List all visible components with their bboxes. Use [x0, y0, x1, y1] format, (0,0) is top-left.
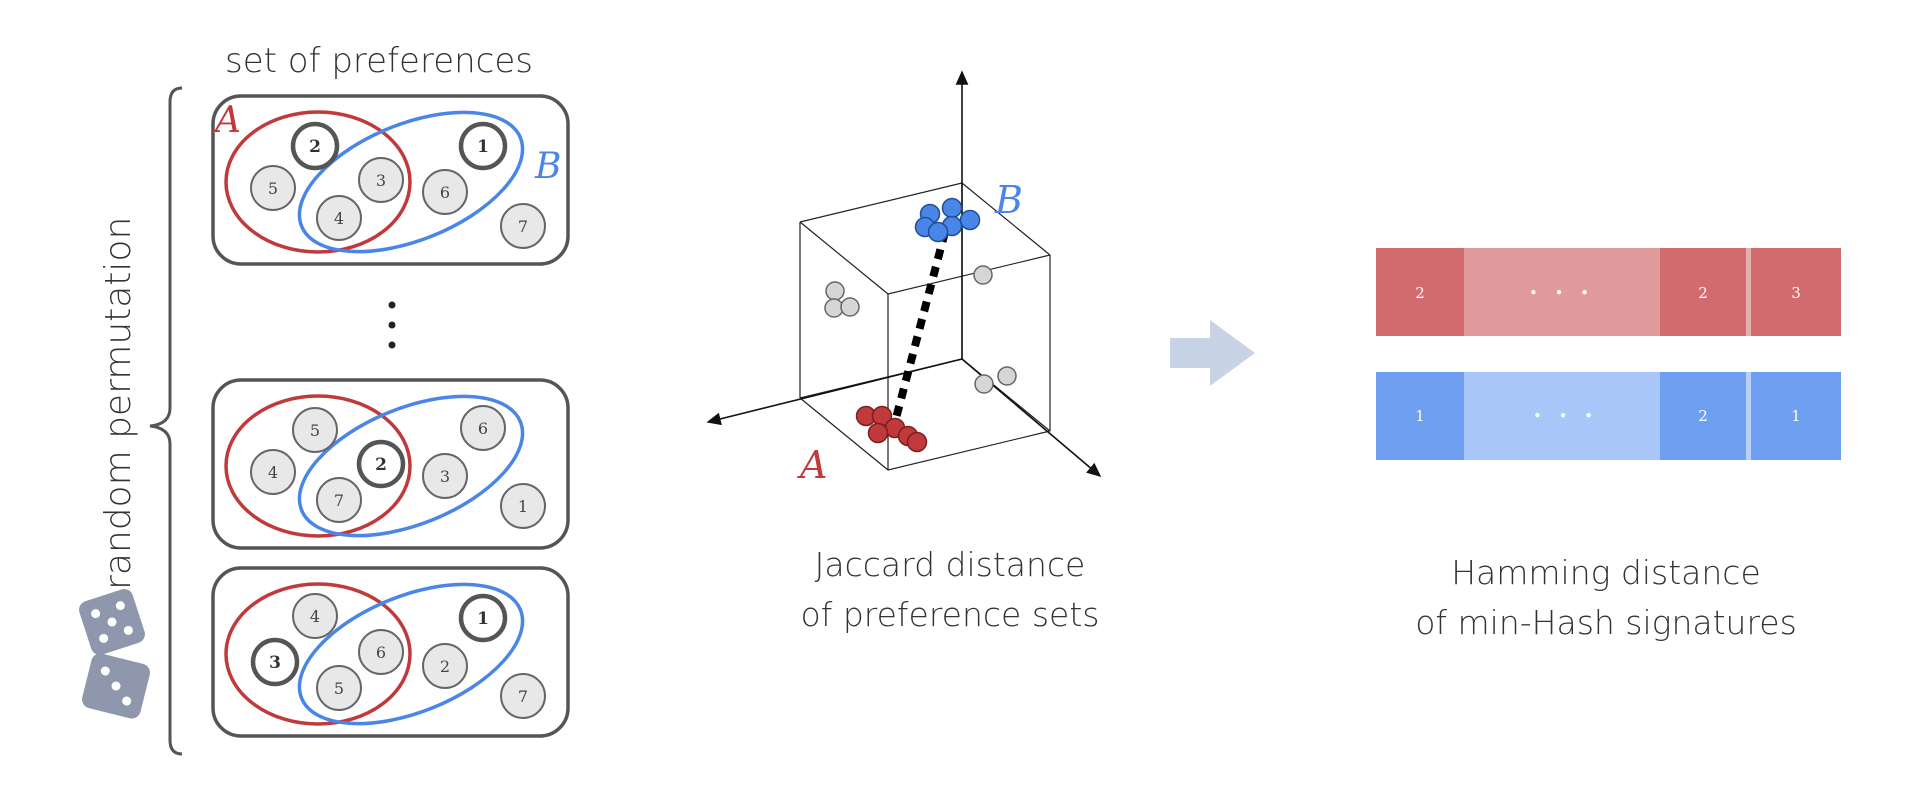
brace	[149, 86, 183, 756]
preference-item-number: 1	[477, 137, 489, 157]
preference-item-number: 6	[478, 419, 488, 438]
panel-frame	[211, 566, 570, 738]
preference-panel: 5 6 4 2 3 7 1	[211, 378, 570, 550]
preference-panel: 2 1 5 3 6 4 7 A B	[211, 94, 570, 266]
preference-item: 4	[316, 195, 362, 241]
sig-a-cell-1: 2	[1415, 284, 1425, 302]
sig-a-cell-3: 2	[1698, 284, 1708, 302]
preference-panels: 2 1 5 3 6 4 7 A B 5 6 4 2 3 7 1 4 1 3 6 2 5 7	[211, 94, 570, 738]
preference-item: 3	[422, 453, 468, 499]
set-a-label: A	[212, 100, 241, 141]
cube-label-b: B	[994, 178, 1023, 222]
preference-item-number: 7	[518, 217, 528, 236]
set-a-ellipse	[224, 394, 412, 538]
set-b-ellipse	[297, 394, 525, 538]
preference-item-number: 1	[518, 497, 528, 516]
preference-item-number: 4	[268, 463, 278, 482]
preference-item-number: 4	[334, 209, 344, 228]
set-b-ellipse	[297, 582, 525, 726]
sig-b-cell-4: 1	[1791, 407, 1801, 425]
preference-item-number: 3	[440, 467, 450, 486]
set-of-preferences-title: set of preferences	[225, 41, 533, 81]
set-b-label: B	[534, 146, 561, 187]
sig-a-cell-4: 3	[1791, 284, 1801, 302]
signature-a: 2 • • • 2 3	[1376, 248, 1841, 336]
panel-frame	[211, 94, 570, 266]
preference-item-number: 5	[268, 179, 278, 198]
vertical-ellipsis	[388, 301, 396, 349]
preference-item: 6	[460, 405, 506, 451]
preference-item: 5	[316, 665, 362, 711]
preference-item-number: 3	[376, 171, 386, 190]
point-cluster-b	[914, 197, 981, 243]
cube-label-a: A	[797, 443, 827, 487]
preference-item: 2	[290, 121, 340, 171]
preference-item: 5	[292, 407, 338, 453]
preference-item-number: 6	[376, 643, 386, 662]
preference-item: 1	[500, 483, 546, 529]
preference-item-number: 1	[477, 609, 489, 629]
preference-item: 1	[458, 121, 508, 171]
preference-item: 5	[250, 165, 296, 211]
sig-b-cell-1: 1	[1415, 407, 1425, 425]
preference-item: 6	[358, 629, 404, 675]
preference-item-number: 5	[310, 421, 320, 440]
preference-item-number: 4	[310, 607, 320, 626]
point-cluster-a	[855, 405, 928, 453]
preference-item: 4	[250, 449, 296, 495]
jaccard-caption-line2: of preference sets	[801, 595, 1100, 634]
jaccard-cube	[706, 70, 1102, 478]
preference-item-number: 3	[269, 653, 281, 673]
hamming-caption-line1: Hamming distance	[1451, 553, 1761, 592]
preference-item: 3	[358, 157, 404, 203]
preference-item: 1	[458, 593, 508, 643]
preference-item: 7	[500, 673, 546, 719]
jaccard-caption-line1: Jaccard distance	[815, 545, 1086, 584]
preference-item-number: 2	[309, 137, 321, 157]
axis-x	[706, 358, 963, 426]
sig-b-cell-ellipsis: • • •	[1533, 407, 1599, 425]
cube-axes	[706, 70, 1102, 478]
preference-item: 3	[250, 637, 300, 687]
side-label-text: random permutation	[98, 217, 139, 590]
preference-item-number: 7	[334, 491, 344, 510]
set-a-ellipse	[224, 582, 412, 726]
preference-item-number: 2	[375, 455, 387, 475]
preference-panel: 4 1 3 6 2 5 7	[211, 566, 570, 738]
transition-arrow-icon	[1170, 320, 1255, 386]
preference-item-number: 5	[334, 679, 344, 698]
preference-item: 7	[316, 477, 362, 523]
preference-item: 2	[356, 439, 406, 489]
distance-line	[891, 230, 949, 424]
preference-item-number: 6	[440, 183, 450, 202]
sig-b-cell-3: 2	[1698, 407, 1708, 425]
preference-item-number: 2	[440, 657, 450, 676]
preference-item: 2	[422, 643, 468, 689]
panel-frame	[211, 378, 570, 550]
set-b-ellipse	[297, 110, 525, 254]
preference-item: 7	[500, 203, 546, 249]
preference-item: 4	[292, 593, 338, 639]
dice-icon	[79, 589, 150, 719]
set-a-ellipse	[224, 110, 412, 254]
grey-points	[824, 265, 1017, 394]
preference-item-number: 7	[518, 687, 528, 706]
preference-item: 6	[422, 169, 468, 215]
side-label: k random permutation	[98, 217, 139, 624]
sig-a-cell-ellipsis: • • •	[1529, 284, 1595, 302]
svg-text:k random permutation: k random permutation	[98, 217, 139, 624]
signature-b: 1 • • • 2 1	[1376, 372, 1841, 460]
hamming-caption-line2: of min-Hash signatures	[1415, 603, 1797, 642]
